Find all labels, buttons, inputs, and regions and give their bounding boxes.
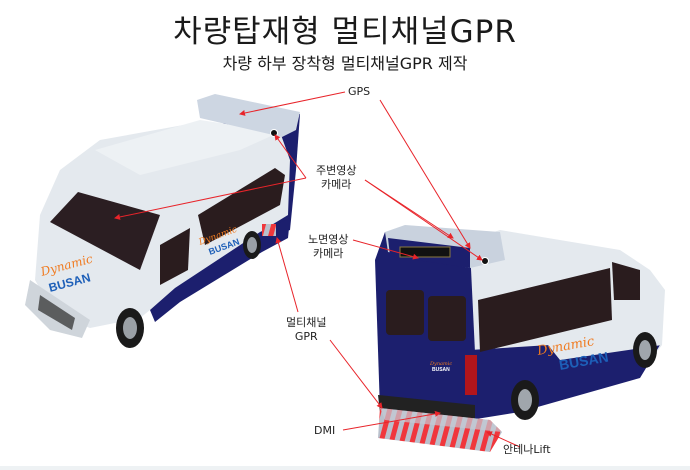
front-van-gpr-unit: [262, 224, 276, 236]
rear-van: Dynamic BUSAN Dynamic BUSAN: [375, 225, 665, 452]
gps-antenna-icon: [270, 129, 278, 137]
label-dmi: DMI: [314, 424, 336, 437]
front-van: Dynamic BUSAN Dynamic BUSAN: [25, 94, 300, 348]
label-antenna-lift: 안테나Lift: [503, 443, 551, 456]
bottom-edge: [0, 466, 690, 470]
page-subtitle: 차량 하부 장착형 멀티채널GPR 제작: [222, 54, 468, 73]
label-gps: GPS: [348, 85, 371, 98]
label-multichannel-gpr: 멀티채널 GPR: [286, 316, 327, 343]
rear-door-brand-dynamic: Dynamic: [429, 361, 452, 367]
rear-door-brand-busan: BUSAN: [432, 367, 450, 373]
page-title: 차량탑재형 멀티채널GPR: [173, 14, 517, 50]
rear-gps-antenna-icon: [481, 257, 489, 265]
label-road-camera: 노면영상 카메라: [308, 233, 349, 260]
label-surround-camera: 주변영상 카메라: [316, 164, 357, 191]
road-camera-slot: [399, 246, 451, 258]
callout-lines: [114, 91, 521, 448]
